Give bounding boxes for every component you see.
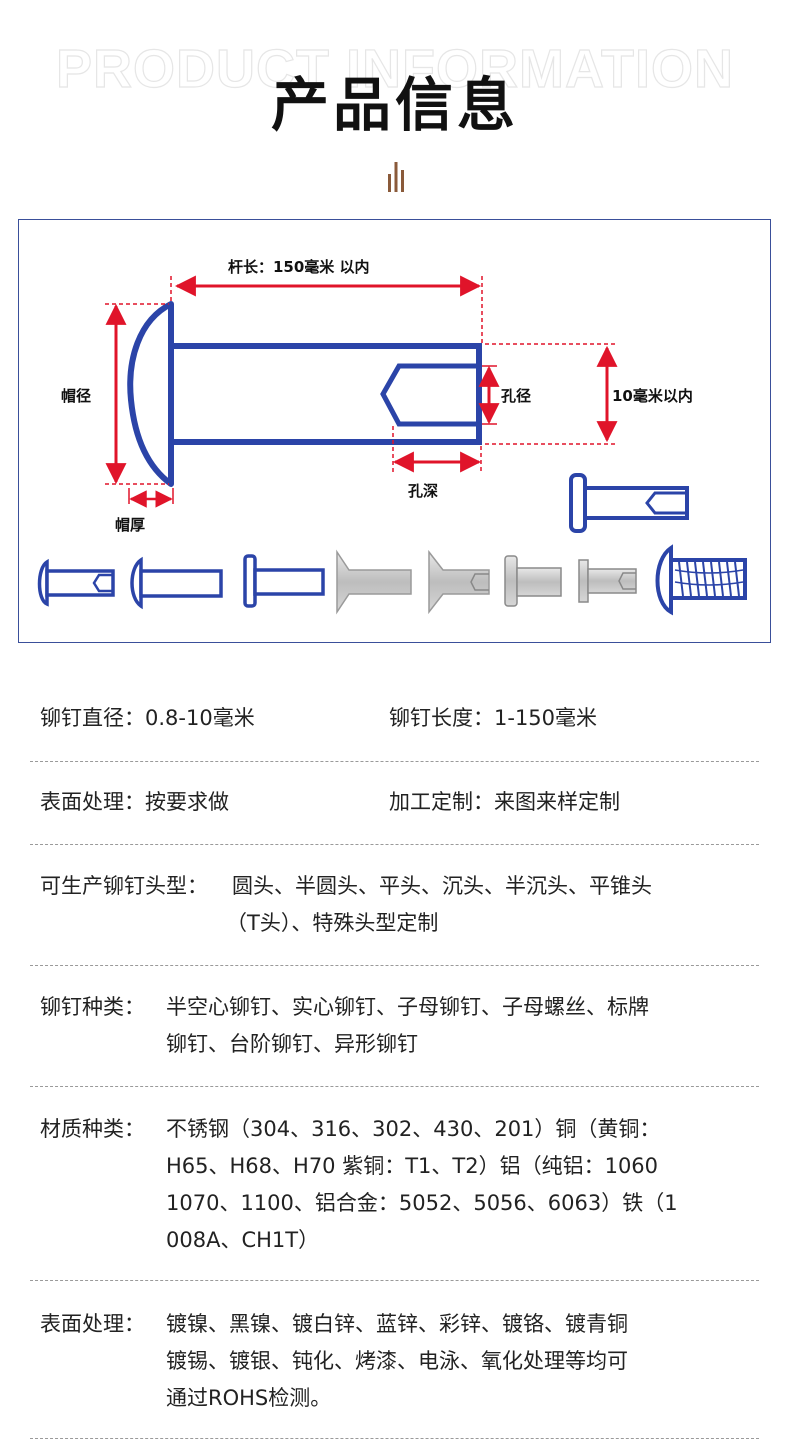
rivet-variant-3 bbox=[243, 554, 325, 608]
divider bbox=[30, 1086, 759, 1087]
rivet-diagram: 杆长：150毫米 以内 帽径 孔径 10毫米以内 孔深 帽厚 bbox=[18, 219, 771, 643]
rivet-variant-6 bbox=[504, 555, 562, 607]
materials-label: 材质种类： bbox=[40, 1117, 145, 1141]
materials-line-3: 1070、1100、铝合金：5052、5056、6063）铁（1 bbox=[166, 1191, 678, 1215]
head-types-label: 可生产铆钉头型： bbox=[40, 874, 208, 898]
surface-finish-line-1: 镀镍、黑镍、镀白锌、蓝锌、彩锌、镀铬、镀青铜 bbox=[166, 1312, 628, 1336]
screw-rivet-variant bbox=[655, 544, 747, 616]
rivet-variants-row bbox=[37, 544, 747, 616]
header: PRODUCT INFORMATION 产品信息 bbox=[0, 0, 790, 215]
materials-line-1: 不锈钢（304、316、302、430、201）铜（黄铜： bbox=[166, 1117, 661, 1141]
divider bbox=[30, 1280, 759, 1281]
head-diameter-label: 帽径 bbox=[61, 387, 91, 405]
custom-processing-text: 加工定制：来图来样定制 bbox=[389, 790, 620, 814]
spec-row-materials: 材质种类： 不锈钢（304、316、302、430、201）铜（黄铜： H65、… bbox=[40, 1111, 760, 1261]
head-types-line-2: （T头）、特殊头型定制 bbox=[226, 911, 439, 935]
divider bbox=[30, 1438, 759, 1439]
rivet-kinds-label: 铆钉种类： bbox=[40, 995, 145, 1019]
surface-treatment-text: 表面处理：按要求做 bbox=[40, 790, 229, 814]
rivet-variant-4 bbox=[336, 549, 412, 615]
surface-finish-line-2: 镀锡、镀银、钝化、烤漆、电泳、氧化处理等均可 bbox=[166, 1349, 628, 1373]
page-title: 产品信息 bbox=[270, 71, 519, 139]
rivet-variant-7 bbox=[578, 559, 637, 603]
spec-row-rivet-kinds: 铆钉种类： 半空心铆钉、实心铆钉、子母铆钉、子母螺丝、标牌 铆钉、台阶铆钉、异形… bbox=[40, 989, 760, 1069]
rivet-length-text: 铆钉长度：1-150毫米 bbox=[389, 706, 598, 730]
shank-diameter-label: 10毫米以内 bbox=[612, 387, 693, 405]
bars-icon bbox=[388, 162, 404, 192]
divider bbox=[30, 965, 759, 966]
materials-line-4: 008A、CH1T） bbox=[166, 1228, 320, 1252]
small-rivet-example bbox=[569, 473, 689, 533]
head-thickness-label: 帽厚 bbox=[115, 516, 145, 534]
dimension-lines bbox=[105, 275, 618, 508]
rivet-variant-5 bbox=[428, 549, 490, 615]
rivet-diagram-svg: 杆长：150毫米 以内 帽径 孔径 10毫米以内 孔深 帽厚 bbox=[37, 258, 747, 616]
spec-row-surface-finish: 表面处理： 镀镍、黑镍、镀白锌、蓝锌、彩锌、镀铬、镀青铜 镀锡、镀银、钝化、烤漆… bbox=[40, 1306, 760, 1420]
surface-finish-line-3: 通过ROHS检测。 bbox=[166, 1386, 332, 1410]
surface-finish-label: 表面处理： bbox=[40, 1312, 145, 1336]
head-types-line-1: 圆头、半圆头、平头、沉头、半沉头、平锥头 bbox=[232, 874, 652, 898]
rivet-variant-2 bbox=[130, 556, 223, 610]
divider bbox=[30, 844, 759, 845]
rivet-diameter-text: 铆钉直径：0.8-10毫米 bbox=[40, 706, 255, 730]
spec-row-head-types: 可生产铆钉头型： 圆头、半圆头、平头、沉头、半沉头、平锥头 （T头）、特殊头型定… bbox=[40, 868, 760, 948]
rivet-variant-1 bbox=[37, 558, 115, 607]
materials-line-2: H65、H68、H70 紫铜：T1、T2）铝（纯铝：1060 bbox=[166, 1154, 659, 1178]
divider bbox=[30, 761, 759, 762]
rivet-kinds-line-1: 半空心铆钉、实心铆钉、子母铆钉、子母螺丝、标牌 bbox=[166, 995, 649, 1019]
rivet-kinds-line-2: 铆钉、台阶铆钉、异形铆钉 bbox=[166, 1032, 418, 1056]
hole-diameter-label: 孔径 bbox=[501, 387, 531, 405]
hole-depth-label: 孔深 bbox=[408, 482, 438, 500]
main-rivet bbox=[127, 301, 482, 487]
shank-length-label: 杆长：150毫米 以内 bbox=[228, 258, 370, 276]
background-watermark-text: PRODUCT INFORMATION bbox=[55, 38, 734, 99]
